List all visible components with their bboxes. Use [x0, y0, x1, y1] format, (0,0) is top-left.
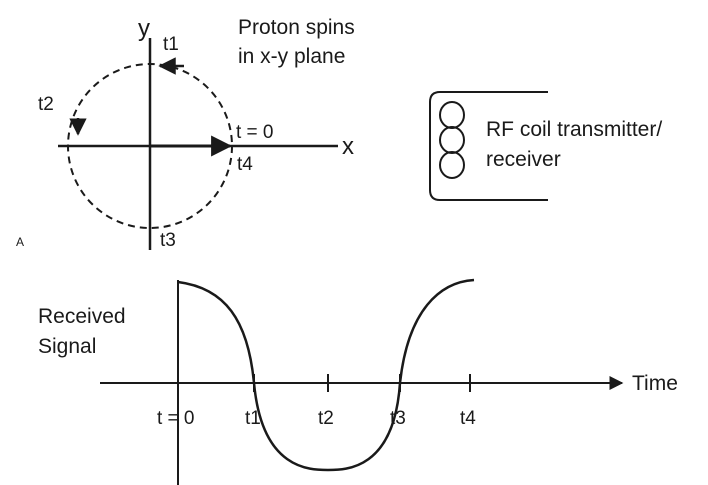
tick-label-t4: t4: [460, 408, 476, 429]
y-axis-label: y: [138, 15, 150, 42]
coil-label-line-1: RF coil transmitter/: [486, 118, 662, 141]
t4-circle-label: t4: [237, 154, 253, 175]
time-axis-label: Time: [632, 372, 678, 395]
x-axis-label: x: [342, 133, 354, 160]
coil-frame: [429, 91, 548, 201]
tick-label-t3: t3: [390, 408, 406, 429]
caption-line-2: in x-y plane: [238, 45, 345, 68]
signal-label-line-2: Signal: [38, 335, 96, 358]
caption-line-1: Proton spins: [238, 16, 355, 39]
tick-label-t2: t2: [318, 408, 334, 429]
rf-coil-icon: [429, 91, 548, 201]
coil-label-line-2: receiver: [486, 148, 561, 171]
t3-circle-label: t3: [160, 230, 176, 251]
signal-curve: [177, 278, 475, 472]
panel-b: Received Signal Time t = 0 t1 t2 t3 t4: [38, 278, 678, 485]
tick-label-t1: t1: [245, 408, 261, 429]
t2-circle-label: t2: [38, 94, 54, 115]
signal-label-line-1: Received: [38, 305, 126, 328]
panel-letter: A: [16, 235, 24, 249]
panel-a: y x t1 t2 t = 0 t4 t3 Proton spins in x-…: [16, 15, 662, 251]
tick-label-t0: t = 0: [157, 408, 195, 429]
t0-circle-label: t = 0: [236, 122, 274, 143]
t1-circle-label: t1: [163, 34, 179, 55]
